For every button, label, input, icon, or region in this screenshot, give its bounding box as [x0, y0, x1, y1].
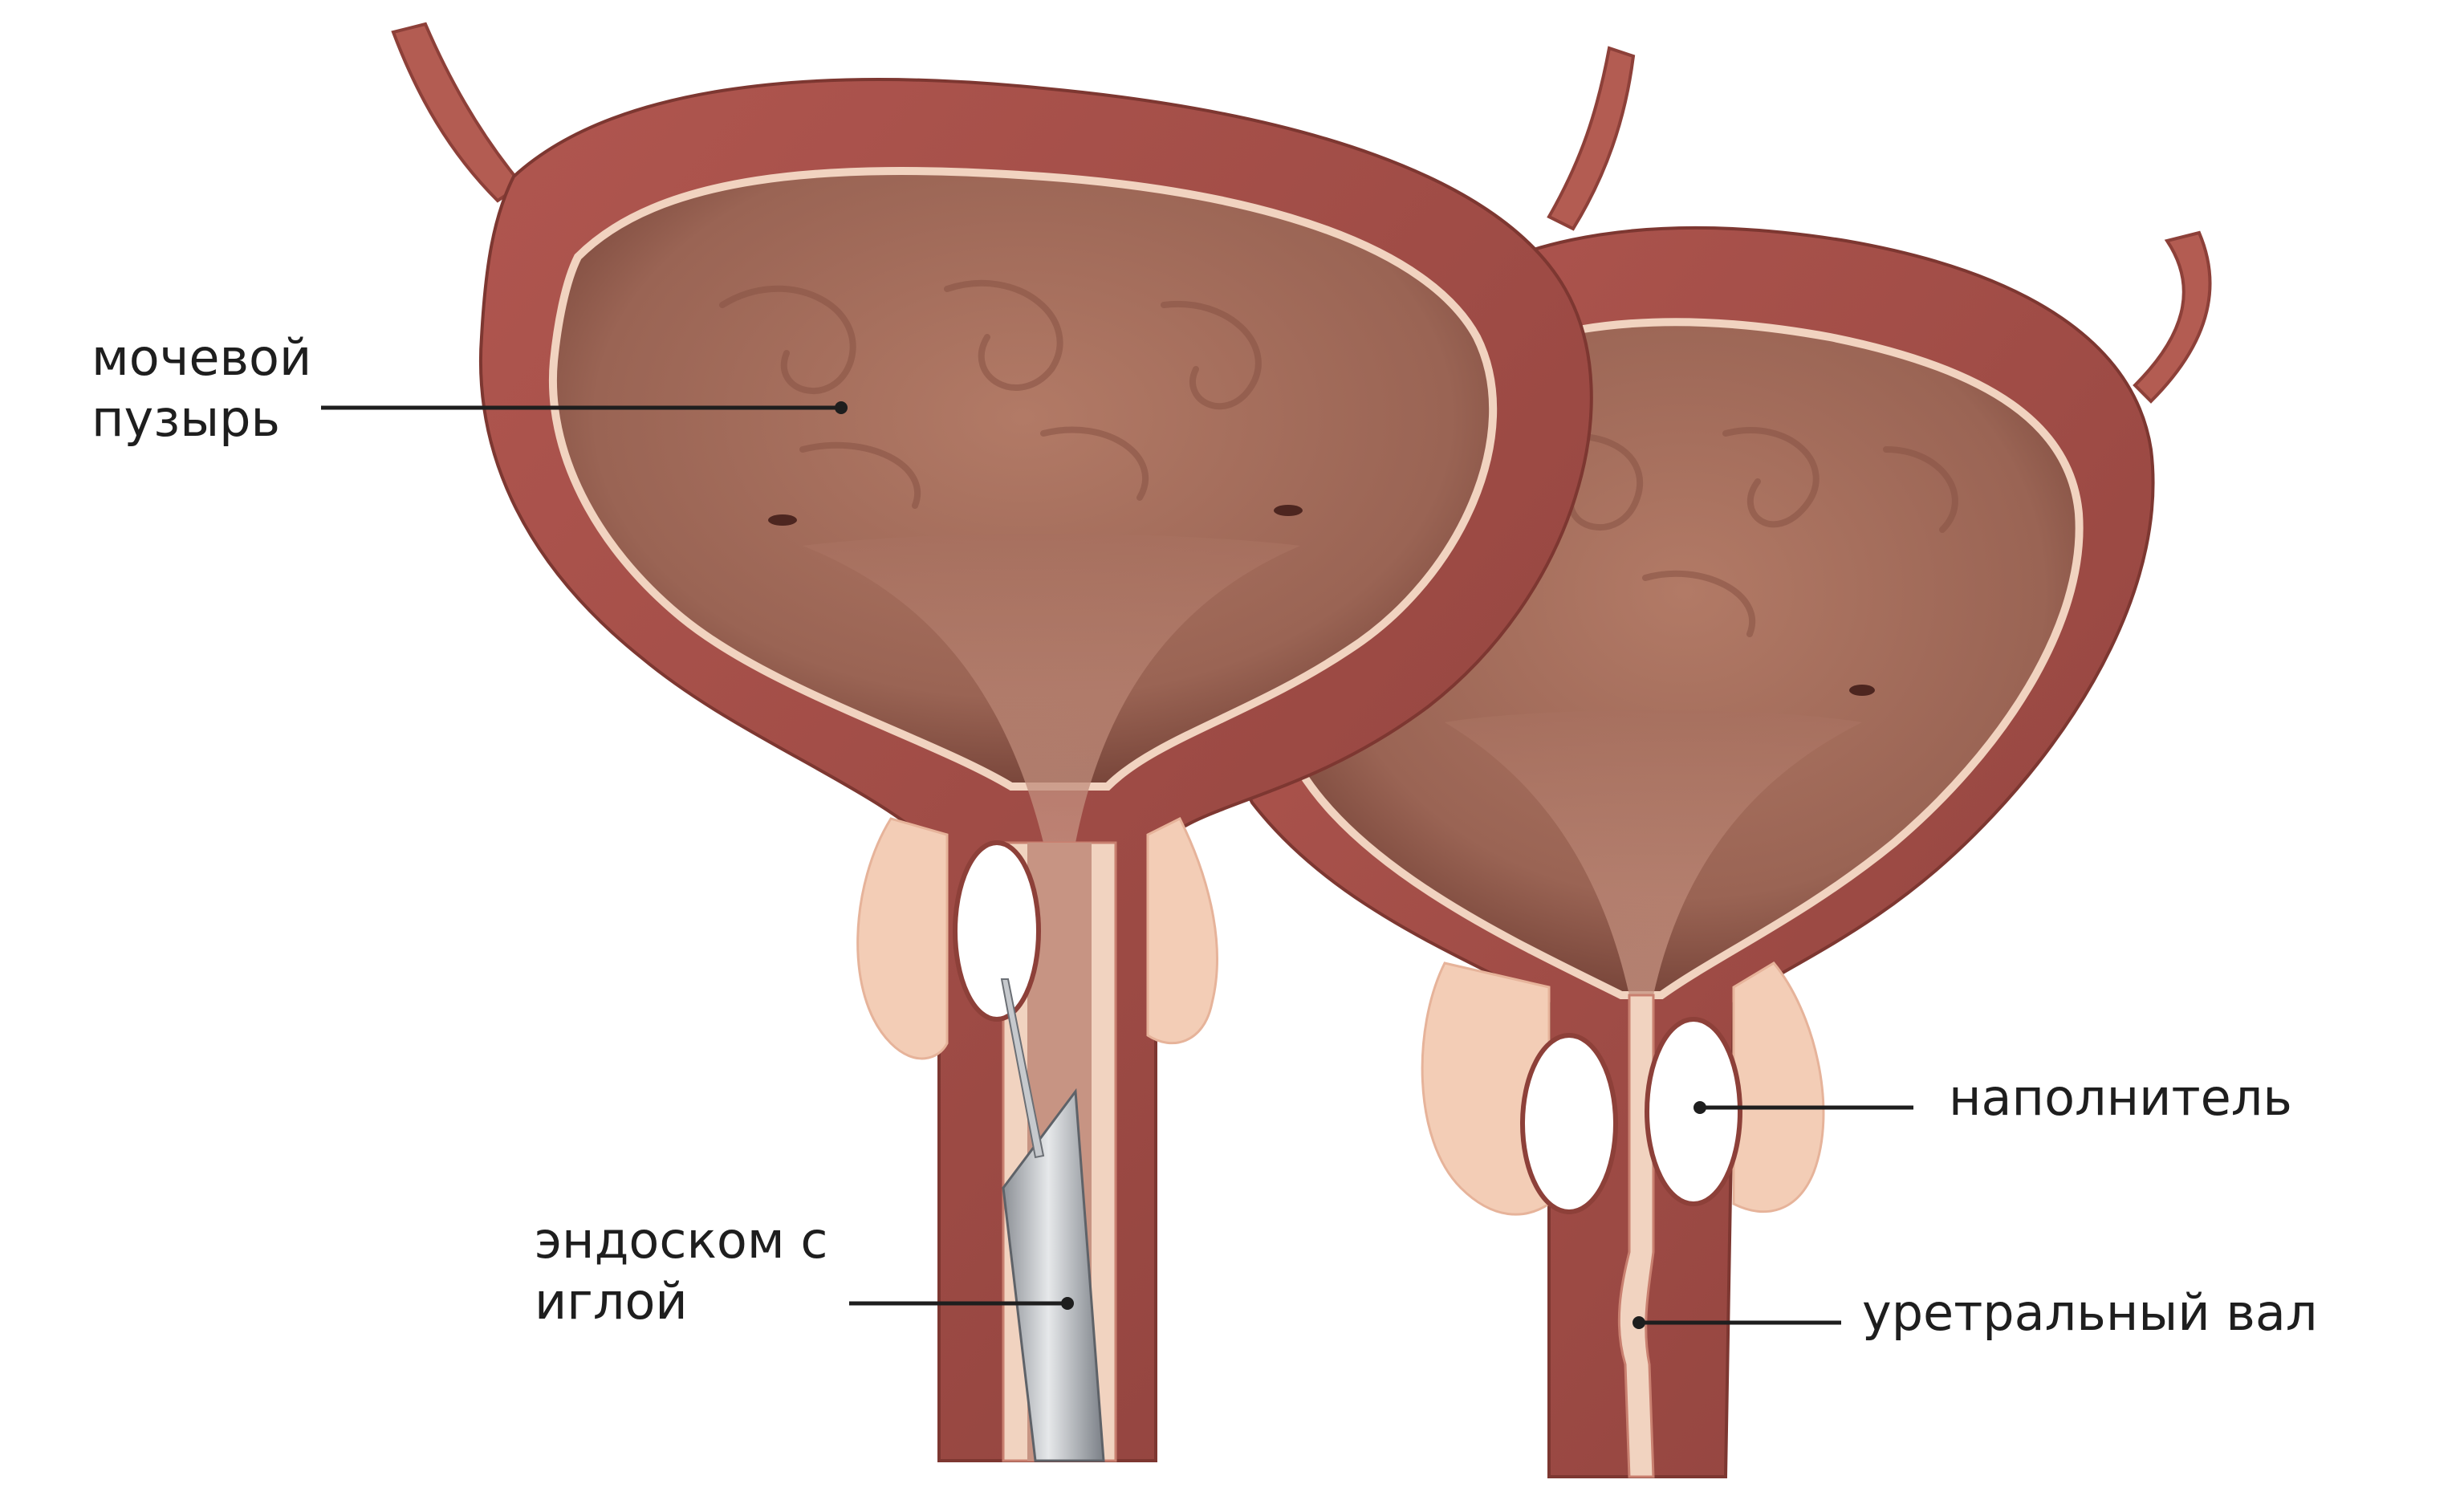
- urethral-ridge-label-text: уретральный вал: [1862, 1283, 2318, 1342]
- endoscope-label-line1: эндоском с: [535, 1211, 828, 1270]
- urethral-ridge-label: уретральный вал: [1862, 1283, 2317, 1344]
- left-ureter: [391, 22, 524, 203]
- right-ureteric-orifice: [1849, 685, 1875, 696]
- left-mucosal-folds: [719, 279, 1262, 509]
- bladder-leader-dot: [835, 401, 848, 414]
- filler-leader-dot: [1693, 1101, 1706, 1114]
- filler-label: наполнитель: [1949, 1067, 2292, 1128]
- right-ureter-back: [1547, 46, 1636, 231]
- left-filler: [953, 840, 1041, 1022]
- endoscope-label: эндоском с иглой: [535, 1210, 827, 1332]
- left-ureteric-orifice-2: [1274, 505, 1303, 516]
- left-bladder: [391, 22, 1593, 1462]
- left-bladder-lumen: [549, 167, 1498, 791]
- left-periurethral-tissue: [856, 816, 1218, 1060]
- right-filler-left: [1520, 1033, 1618, 1214]
- bladder-label-line2: пузырь: [91, 389, 281, 448]
- needle: [1000, 978, 1045, 1159]
- endoscope: [1002, 1087, 1105, 1462]
- left-bladder-neck: [803, 534, 1300, 843]
- right-filler-right: [1645, 1017, 1742, 1206]
- leader-lines: [321, 401, 1913, 1329]
- bladder-label: мочевой пузырь: [91, 327, 311, 449]
- right-bladder-neck: [1445, 710, 1862, 995]
- filler-label-text: наполнитель: [1949, 1068, 2292, 1127]
- urethra-leader-dot: [1633, 1316, 1645, 1329]
- endoscope-leader-dot: [1061, 1297, 1074, 1310]
- bladder-label-line1: мочевой: [91, 328, 312, 387]
- right-mucosal-folds: [1522, 427, 1958, 637]
- right-ureter: [2133, 230, 2212, 404]
- left-ureteric-orifice-1: [768, 514, 797, 526]
- endoscope-label-line2: иглой: [535, 1272, 688, 1331]
